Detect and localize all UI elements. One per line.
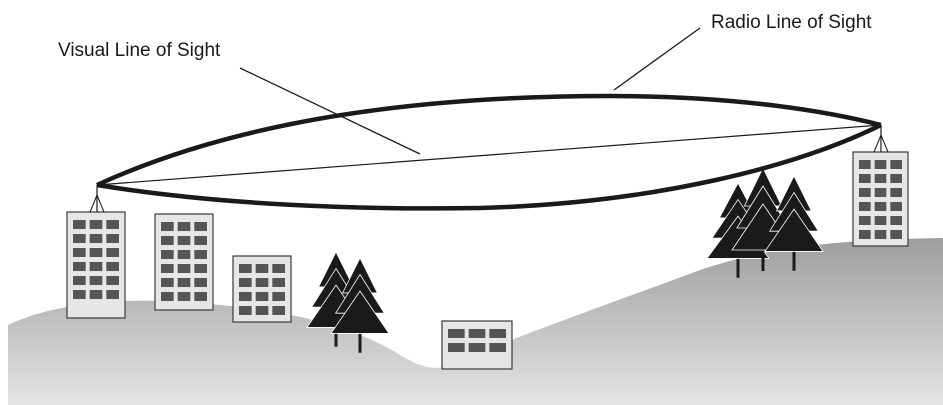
- building-window: [859, 160, 871, 169]
- building-window: [90, 290, 103, 299]
- building-window: [194, 222, 207, 231]
- building-window: [859, 174, 871, 183]
- building-window: [90, 248, 103, 257]
- building-window: [194, 292, 207, 301]
- building-window: [489, 329, 506, 338]
- building-window: [106, 262, 119, 271]
- building-window: [272, 292, 285, 301]
- building-window: [890, 230, 902, 239]
- radio-line-of-sight-label: Radio Line of Sight: [711, 12, 872, 33]
- building-window: [239, 278, 252, 287]
- building-window: [256, 306, 269, 315]
- building-window: [106, 248, 119, 257]
- building-window: [469, 343, 486, 352]
- building-window: [859, 230, 871, 239]
- building-window: [73, 262, 86, 271]
- building-window: [875, 188, 887, 197]
- building-window: [106, 220, 119, 229]
- building-window: [73, 276, 86, 285]
- building-window: [239, 292, 252, 301]
- building-window: [875, 160, 887, 169]
- building-window: [90, 262, 103, 271]
- building-window: [161, 222, 174, 231]
- building-window: [875, 202, 887, 211]
- building-left-second: [155, 214, 213, 310]
- building-window: [489, 343, 506, 352]
- building-window: [239, 264, 252, 273]
- building-window: [272, 278, 285, 287]
- building-window: [272, 306, 285, 315]
- building-valley: [442, 321, 512, 369]
- building-window: [161, 292, 174, 301]
- building-window: [106, 290, 119, 299]
- building-window: [106, 234, 119, 243]
- building-window: [272, 264, 285, 273]
- building-window: [90, 220, 103, 229]
- building-window: [194, 250, 207, 259]
- building-window: [194, 264, 207, 273]
- building-window: [239, 306, 252, 315]
- building-window: [469, 329, 486, 338]
- building-window: [890, 216, 902, 225]
- building-window: [448, 329, 465, 338]
- building-window: [859, 216, 871, 225]
- visual-label-leader: [240, 68, 420, 154]
- building-window: [875, 230, 887, 239]
- building-window: [178, 278, 191, 287]
- building-window: [194, 236, 207, 245]
- building-window: [256, 278, 269, 287]
- building-window: [178, 222, 191, 231]
- building-left-tall: [67, 212, 125, 318]
- building-window: [73, 220, 86, 229]
- building-window: [106, 276, 119, 285]
- visual-line-of-sight-label: Visual Line of Sight: [58, 40, 221, 61]
- building-window: [256, 264, 269, 273]
- building-window: [161, 264, 174, 273]
- building-window: [73, 290, 86, 299]
- building-left-third: [233, 256, 291, 322]
- building-window: [178, 236, 191, 245]
- building-right-tall: [853, 152, 908, 246]
- building-window: [194, 278, 207, 287]
- building-window: [890, 174, 902, 183]
- left-antenna: [90, 185, 104, 212]
- building-window: [178, 250, 191, 259]
- building-window: [875, 174, 887, 183]
- radio-label-leader: [614, 28, 700, 90]
- building-window: [875, 216, 887, 225]
- building-window: [73, 234, 86, 243]
- building-window: [73, 248, 86, 257]
- building-window: [178, 264, 191, 273]
- building-window: [90, 276, 103, 285]
- building-window: [890, 160, 902, 169]
- building-window: [161, 278, 174, 287]
- building-window: [859, 202, 871, 211]
- building-window: [161, 236, 174, 245]
- building-window: [90, 234, 103, 243]
- building-window: [448, 343, 465, 352]
- building-window: [859, 188, 871, 197]
- building-window: [178, 292, 191, 301]
- building-window: [890, 202, 902, 211]
- building-window: [161, 250, 174, 259]
- building-window: [890, 188, 902, 197]
- building-window: [256, 292, 269, 301]
